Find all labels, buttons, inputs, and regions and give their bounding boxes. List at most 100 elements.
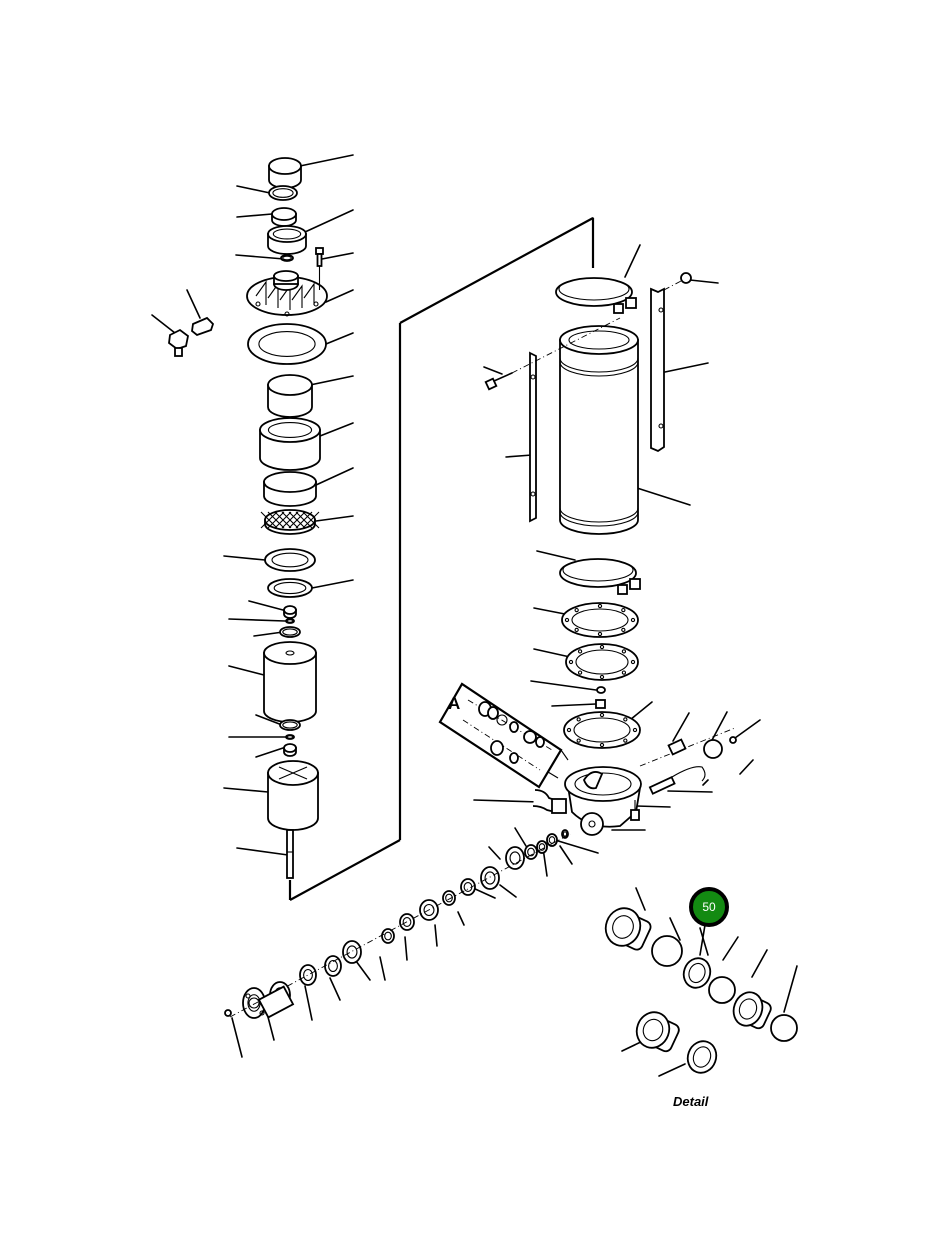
leader-line [304,209,354,233]
callout-50-number: 50 [702,900,716,914]
leader-line [551,703,597,707]
seal-ring [267,225,307,255]
leader-line [499,884,517,898]
leader-line [734,719,761,739]
view-a-box [438,682,569,789]
leader-line [253,631,284,637]
left-filter-stack [247,157,327,831]
threaded-adapter [271,207,297,227]
flange-gasket-3 [563,711,641,749]
leader-line [710,711,728,743]
leader-line [533,648,571,658]
leader-line [514,827,527,847]
finned-cover [246,270,328,317]
valve-train-part [460,878,476,896]
leader-line [483,366,503,375]
valve-train-part [546,833,558,847]
housing-accessories [639,727,737,795]
stud [286,829,294,879]
leader-line [236,847,289,856]
leader-line [228,665,265,676]
o-ring-large [264,548,316,572]
valve-train-part [381,928,395,944]
flange-gasket-2 [565,643,639,681]
filter-element [263,641,317,723]
valve-train-part [524,844,538,860]
leader-line [702,779,709,786]
valve-train-part [505,846,525,870]
frame-line [289,839,401,901]
end-cap [224,985,295,1019]
valve-train-part [442,890,456,906]
detail-ball [770,1014,798,1042]
leader-line [530,680,597,691]
leader-line [315,515,354,522]
leader-line [457,911,465,926]
leader-line [304,985,313,1021]
filter-disc [263,471,317,507]
washer [596,686,606,694]
leader-line [329,977,341,1001]
washer [280,254,294,262]
leader-line [473,799,541,803]
lower-train-axis [229,833,571,1018]
side-bracket-left [529,351,537,523]
filter-cylinder [559,339,639,535]
leader-line [255,747,284,758]
leader-line [669,917,681,941]
detail-label: Detail [673,1094,709,1109]
valve-train-part [324,955,342,977]
lock-washer-2 [285,734,295,740]
valve-train-part [299,964,317,986]
leader-line [554,839,599,854]
leader-line [739,759,754,775]
leader-line [434,924,438,947]
elbow-fittings [168,316,215,357]
leader-line [315,467,354,486]
right-filter-assembly [555,277,641,749]
leader-line [325,332,354,345]
callout-50-ring [689,887,729,927]
leader-line [325,289,354,303]
leader-line [636,487,691,506]
leader-line [751,949,768,978]
nut-2 [283,743,297,757]
leader-line [783,965,798,1013]
leader-line [223,555,266,561]
leader-line [624,244,641,278]
valve-train-part [480,866,500,890]
bowl [267,760,319,831]
cap-nut [268,157,302,189]
leader-line [635,805,671,808]
leader-line [186,289,201,319]
detail-ball [708,976,736,1004]
bellows [267,374,313,418]
detail-ring [686,1040,718,1074]
leader-line [404,936,408,961]
leader-line [355,960,371,981]
leader-line [658,1063,686,1077]
leader-line [722,936,739,961]
leader-line [667,790,713,793]
view-a-label: A [448,694,461,713]
leader-line [319,422,354,437]
leader-line [255,714,283,726]
gasket-ring [267,578,313,598]
leader-line [536,550,576,561]
callout-50-leader [699,924,706,956]
leader-line [267,1016,275,1041]
leader-line [664,362,709,373]
leader-line [672,712,690,742]
nut [283,605,297,619]
leader-line [236,213,273,218]
nut [595,699,606,709]
detail-parts [604,907,798,1074]
detail-sleeve [604,907,652,951]
frame-line [399,217,594,324]
detail-ball [651,935,683,967]
side-bracket-right [650,287,665,453]
lock-washer [285,618,295,624]
callout-50[interactable]: 50 [689,887,729,927]
